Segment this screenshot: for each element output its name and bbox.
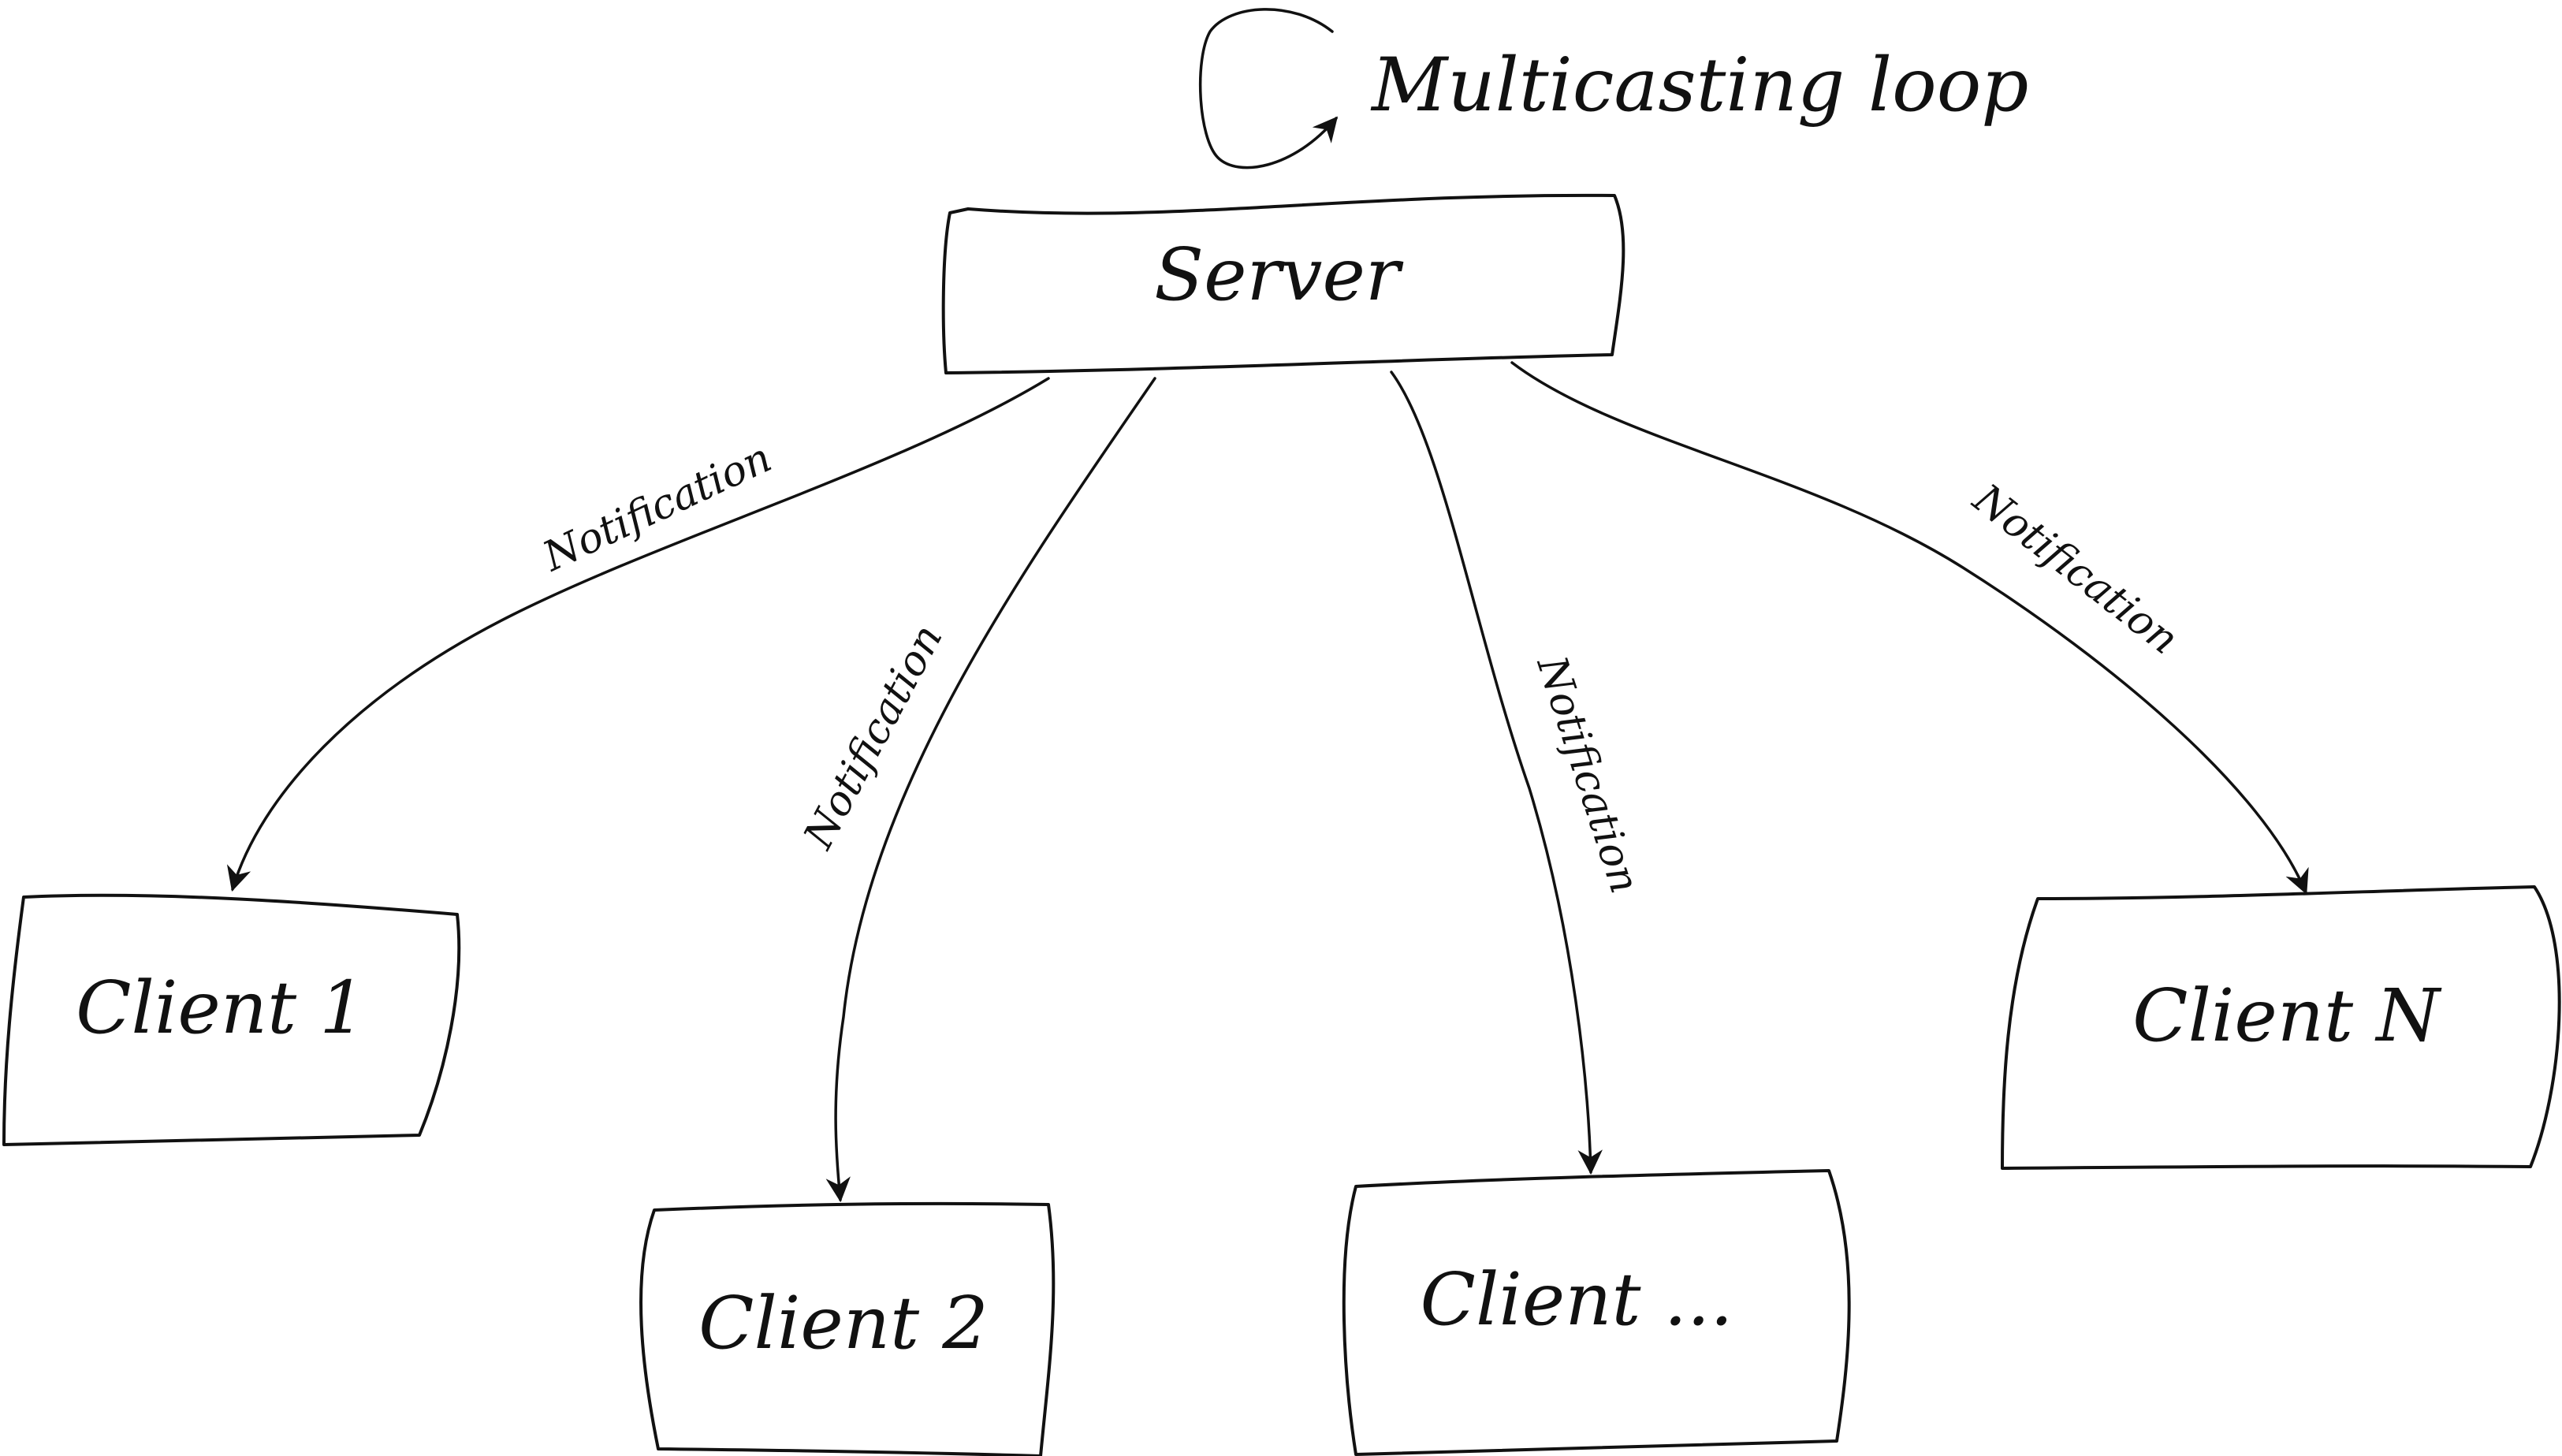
edge-label-client-2: Notification <box>795 617 952 858</box>
connector-server-to-client-ellipsis <box>1390 371 1603 1175</box>
client-1-node: Client 1 <box>2 893 461 1146</box>
client-ellipsis-node: Client ... <box>1342 1169 1851 1456</box>
client-ellipsis-label: Client ... <box>1421 1257 1733 1342</box>
loop-arrow-icon <box>1198 8 1339 169</box>
server-label: Server <box>1154 233 1404 317</box>
client-1-label: Client 1 <box>76 966 366 1050</box>
client-2-node: Client 2 <box>639 1201 1056 1456</box>
edge-label-client-1: Notification <box>534 434 778 582</box>
client-2-label: Client 2 <box>698 1281 989 1365</box>
connector-server-to-client-n <box>1510 361 2309 895</box>
client-n-label: Client N <box>2132 974 2442 1058</box>
connector-server-to-client-2 <box>825 377 1156 1203</box>
server-node: Server <box>941 193 1625 374</box>
connector-server-to-client-1 <box>226 377 1050 892</box>
client-n-node: Client N <box>2001 885 2561 1170</box>
edge-label-client-ellipsis: Notification <box>1527 650 1648 899</box>
diagram-title: Multicasting loop <box>1370 43 2028 128</box>
edge-label-client-n: Notification <box>1963 475 2187 664</box>
